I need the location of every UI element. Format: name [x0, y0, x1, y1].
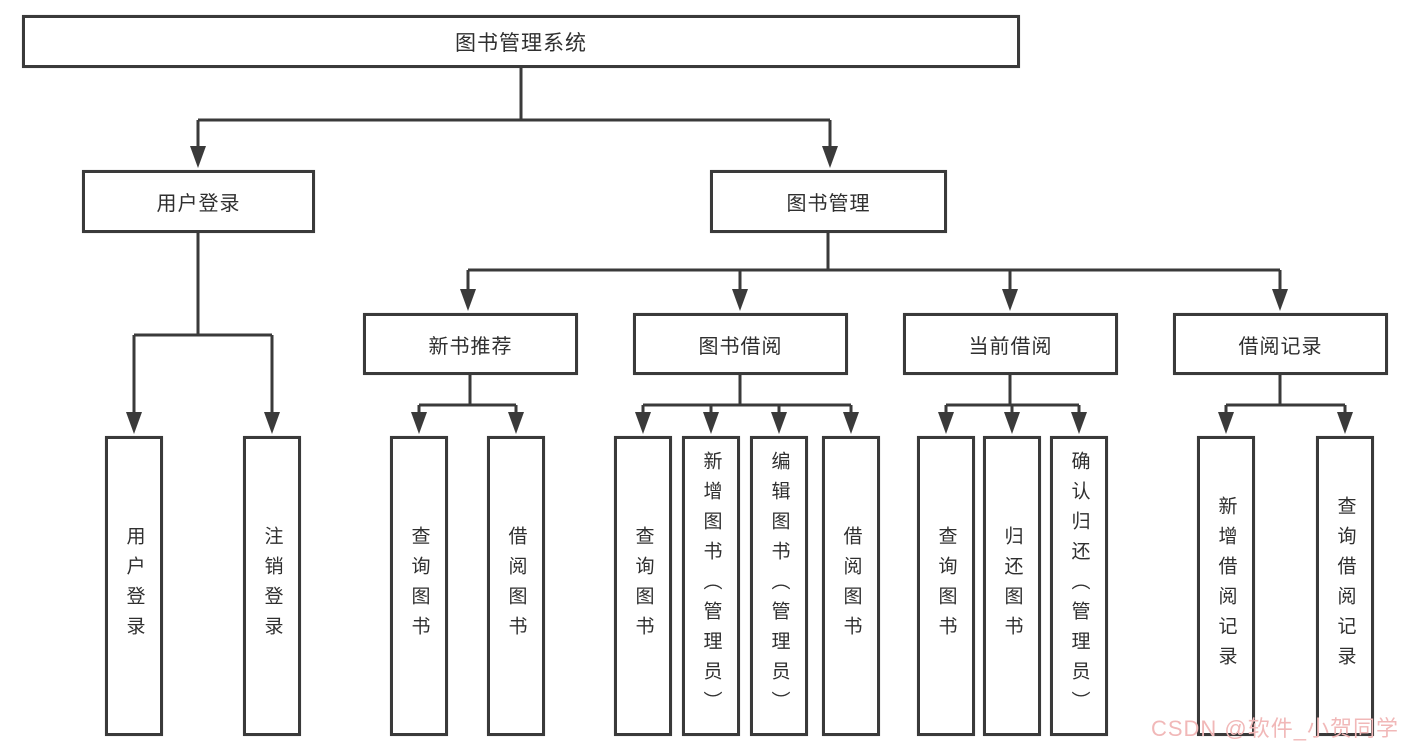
- leaf-add-books-admin: 新增图书（管理员）: [682, 436, 740, 736]
- leaf-user-login: 用户登录: [105, 436, 163, 736]
- leaf-edit-books-admin: 编辑图书（管理员）: [750, 436, 808, 736]
- node-borrow-records: 借阅记录: [1173, 313, 1388, 375]
- csdn-watermark: CSDN @软件_小贺同学: [1150, 716, 1399, 741]
- leaf-borrow-books: 借阅图书: [822, 436, 880, 736]
- node-new-book-recommend: 新书推荐: [363, 313, 578, 375]
- node-user-login: 用户登录: [82, 170, 315, 233]
- connector-lines: [132, 68, 1347, 413]
- node-current-borrow: 当前借阅: [903, 313, 1118, 375]
- node-root-system: 图书管理系统: [22, 15, 1020, 68]
- node-book-management: 图书管理: [710, 170, 947, 233]
- leaf-logout: 注销登录: [243, 436, 301, 736]
- leaf-query-borrow-record: 查询借阅记录: [1316, 436, 1374, 736]
- connector-arrowheads: [126, 146, 1353, 434]
- leaf-borrow-books-recommend: 借阅图书: [487, 436, 545, 736]
- leaf-query-books-borrow: 查询图书: [614, 436, 672, 736]
- leaf-add-borrow-record: 新增借阅记录: [1197, 436, 1255, 736]
- node-book-borrow: 图书借阅: [633, 313, 848, 375]
- leaf-return-books: 归还图书: [983, 436, 1041, 736]
- leaf-query-books-current: 查询图书: [917, 436, 975, 736]
- leaf-confirm-return-admin: 确认归还（管理员）: [1050, 436, 1108, 736]
- leaf-query-books-recommend: 查询图书: [390, 436, 448, 736]
